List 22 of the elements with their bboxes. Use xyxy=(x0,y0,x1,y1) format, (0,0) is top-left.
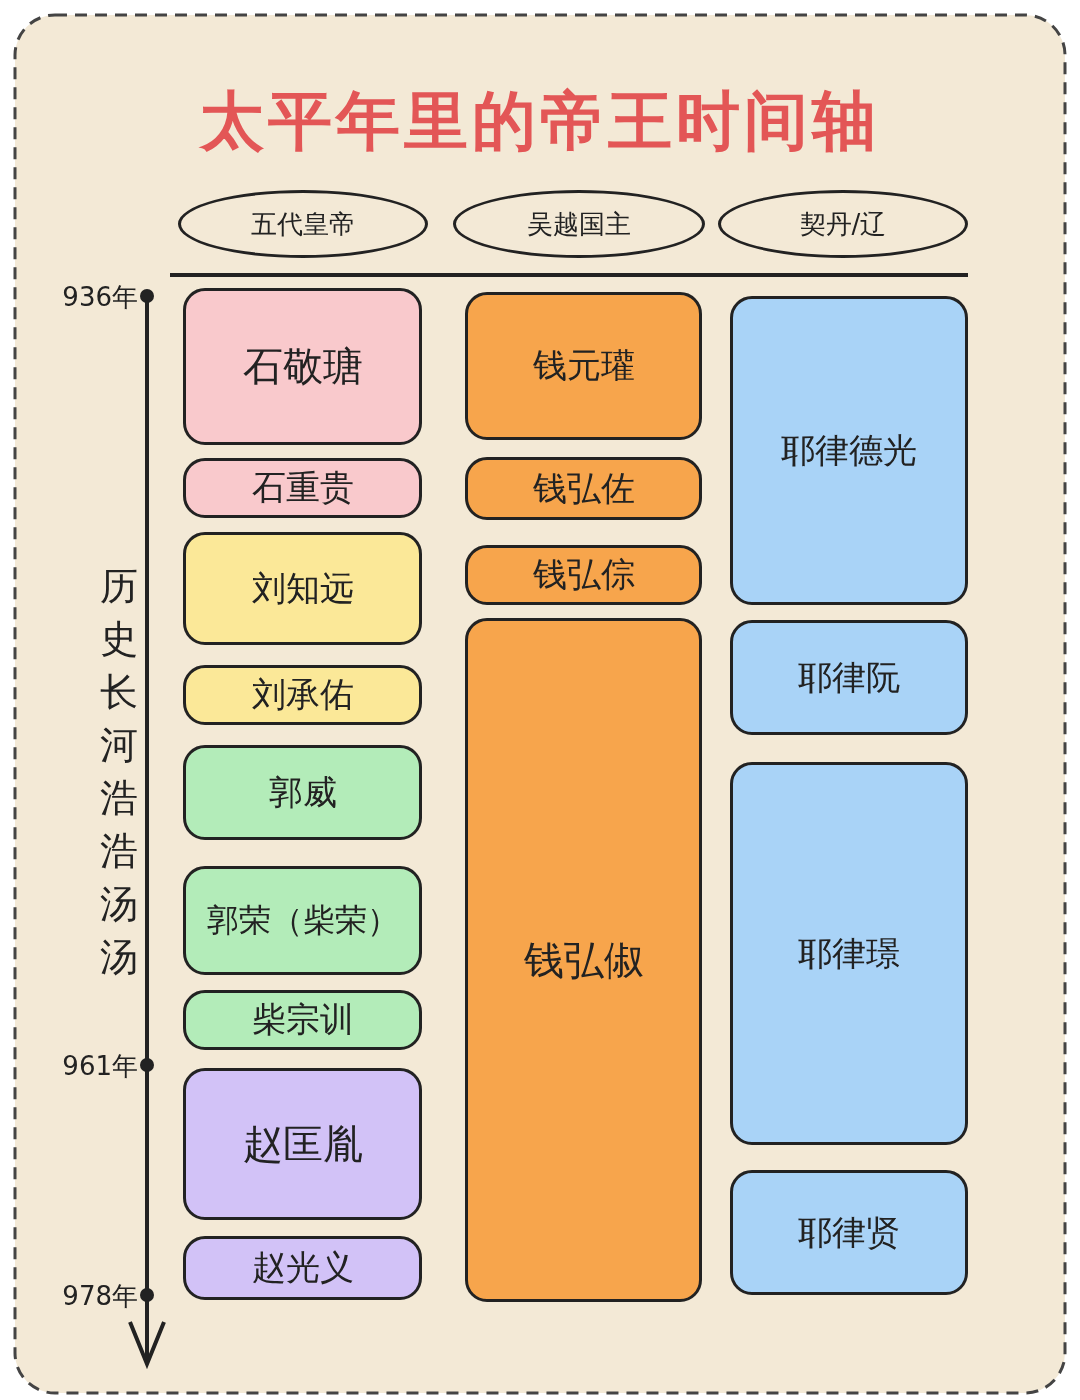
reign-box: 赵光义 xyxy=(183,1236,422,1300)
reign-box: 耶律璟 xyxy=(730,762,968,1145)
reign-box: 钱弘倧 xyxy=(465,545,702,605)
year-label: 936年 xyxy=(62,281,138,314)
reign-box: 钱元瓘 xyxy=(465,292,702,440)
reign-box: 刘知远 xyxy=(183,532,422,645)
reign-box: 石敬瑭 xyxy=(183,288,422,445)
reign-box: 郭威 xyxy=(183,745,422,840)
reign-box: 柴宗训 xyxy=(183,990,422,1050)
reign-box: 耶律贤 xyxy=(730,1170,968,1295)
reign-box: 钱弘俶 xyxy=(465,618,702,1302)
year-label: 961年 xyxy=(62,1050,138,1083)
reign-box: 耶律阮 xyxy=(730,620,968,735)
year-label: 978年 xyxy=(62,1280,138,1313)
reign-box: 石重贵 xyxy=(183,458,422,518)
reign-box: 赵匡胤 xyxy=(183,1068,422,1220)
title: 太平年里的帝王时间轴 xyxy=(198,83,881,160)
vertical-caption: 历史长河浩浩汤汤 xyxy=(99,563,139,981)
reign-box: 郭荣（柴荣） xyxy=(183,866,422,975)
reign-box: 耶律德光 xyxy=(730,296,968,605)
reign-box: 刘承佑 xyxy=(183,665,422,725)
reign-box: 钱弘佐 xyxy=(465,457,702,520)
